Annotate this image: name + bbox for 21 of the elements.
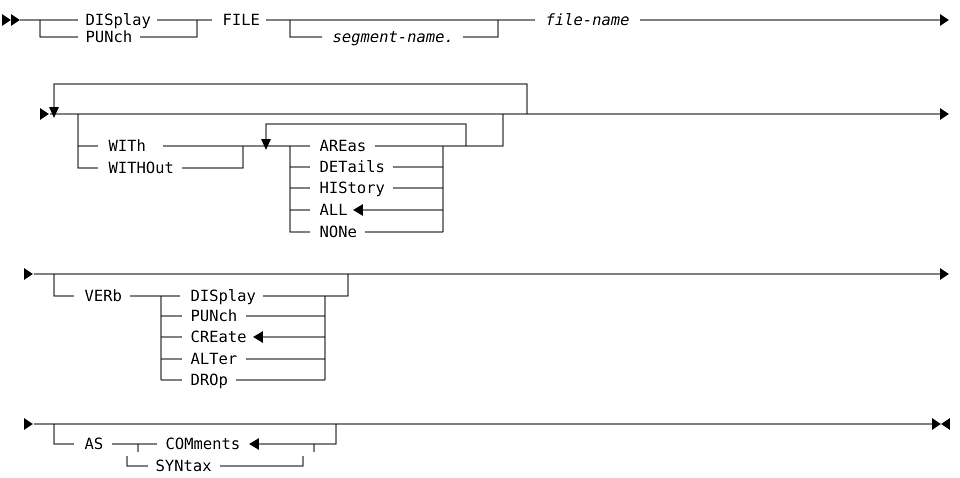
- keyword: DETails: [320, 160, 384, 172]
- keyword: WITHOut: [108, 162, 172, 174]
- keyword: FILE: [224, 14, 259, 25]
- keyword: AS: [84, 438, 102, 450]
- keyword: NONe: [320, 226, 356, 238]
- keyword: COMments: [166, 438, 239, 450]
- keyword: HIStory: [320, 182, 384, 196]
- keyword: AREas: [320, 140, 365, 152]
- keyword: VERb: [84, 289, 121, 302]
- keyword: SYNtax: [156, 460, 211, 472]
- keyword: CREate: [192, 330, 246, 342]
- keyword: WITh: [108, 139, 144, 151]
- variable-name: file-name: [548, 13, 629, 26]
- keyword: DROp: [192, 374, 227, 388]
- keyword: DISplay: [86, 13, 150, 28]
- keyword: ALL: [320, 204, 347, 215]
- keyword: PUNch: [192, 309, 236, 322]
- keyword: DISplay: [192, 289, 256, 304]
- keyword: ALTer: [190, 352, 237, 364]
- variable-name: segment-name.: [333, 31, 450, 46]
- keyword: PUNch: [87, 30, 131, 42]
